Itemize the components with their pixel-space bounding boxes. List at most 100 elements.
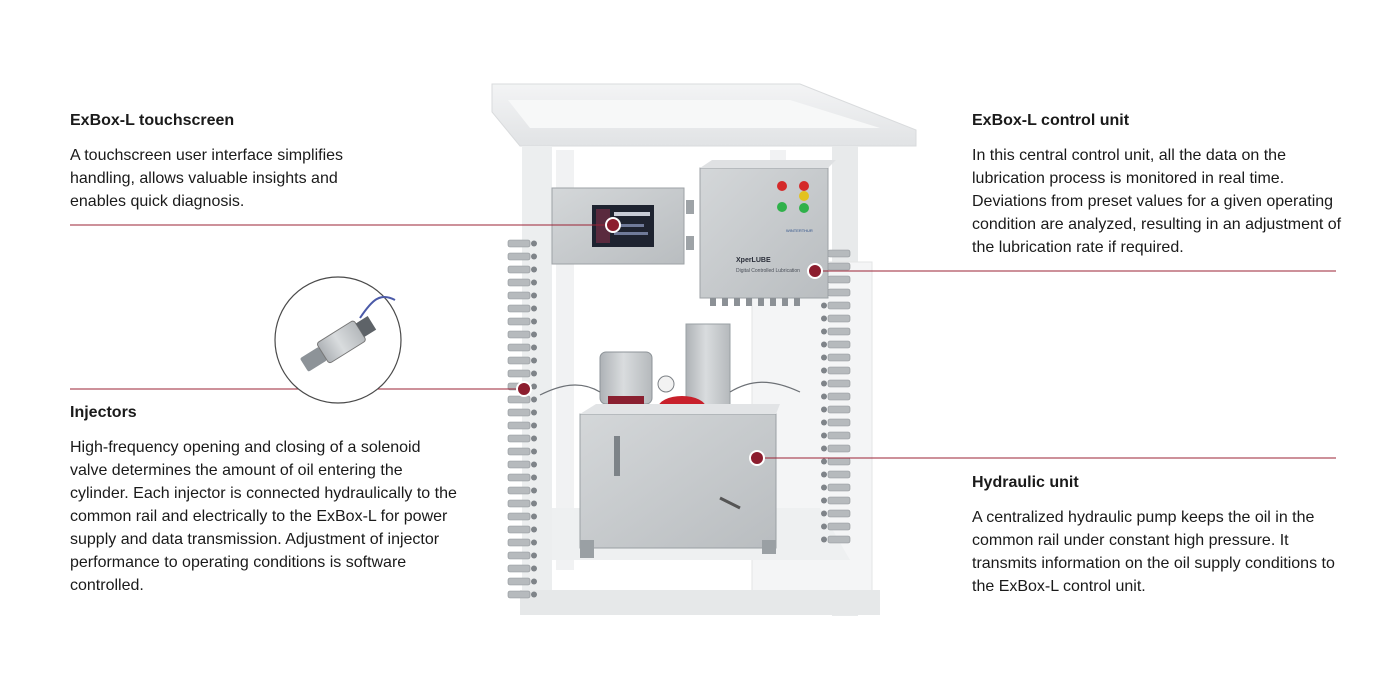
injector-nut bbox=[821, 380, 827, 387]
injector-fitting bbox=[827, 496, 851, 505]
injector-nut bbox=[821, 458, 827, 465]
injector-nut bbox=[531, 448, 537, 455]
injector-fitting bbox=[827, 509, 851, 518]
injector-fitting bbox=[507, 564, 531, 573]
injector-nut bbox=[531, 253, 537, 260]
injector-rail-left bbox=[507, 239, 537, 599]
injector-fitting bbox=[507, 291, 531, 300]
callout-injectors-title: Injectors bbox=[70, 404, 137, 421]
injector-fitting bbox=[827, 314, 851, 323]
injector-nut bbox=[531, 500, 537, 507]
injector-nut bbox=[821, 471, 827, 478]
injector-nut bbox=[531, 409, 537, 416]
injector-rail-right bbox=[821, 249, 851, 544]
injector-fitting bbox=[507, 577, 531, 586]
injector-nut bbox=[821, 445, 827, 452]
injector-fitting bbox=[507, 499, 531, 508]
callout-control-unit: ExBox-L control unit In this central con… bbox=[972, 111, 1352, 259]
injector-nut bbox=[821, 328, 827, 335]
injector-nut bbox=[821, 406, 827, 413]
injector-nut bbox=[531, 318, 537, 325]
marker-hydraulic bbox=[749, 450, 765, 466]
injector-nut bbox=[531, 266, 537, 273]
injector-nut bbox=[531, 591, 537, 598]
injector-fitting bbox=[507, 317, 531, 326]
injector-nut bbox=[821, 432, 827, 439]
injector-fitting bbox=[507, 369, 531, 378]
injector-fitting bbox=[827, 470, 851, 479]
injector-closeup-magnifier bbox=[274, 276, 402, 404]
injector-nut bbox=[821, 393, 827, 400]
injector-nut bbox=[531, 396, 537, 403]
injector-nut bbox=[821, 302, 827, 309]
injector-nut bbox=[531, 370, 537, 377]
callout-injectors-text: High-frequency opening and closing of a … bbox=[70, 439, 457, 594]
callout-hydraulic-text: A centralized hydraulic pump keeps the o… bbox=[972, 509, 1335, 595]
product-subtitle-label: Digital Controlled Lubrication bbox=[736, 268, 800, 274]
callout-hydraulic: Hydraulic unit A centralized hydraulic p… bbox=[972, 473, 1352, 598]
injector-fitting bbox=[827, 392, 851, 401]
leader-lines bbox=[70, 224, 1336, 459]
injector-fitting bbox=[507, 447, 531, 456]
injector-fitting bbox=[827, 353, 851, 362]
injector-nut bbox=[821, 484, 827, 491]
injector-fitting bbox=[507, 551, 531, 560]
injector-nut bbox=[531, 422, 537, 429]
callout-touchscreen-text: A touchscreen user interface simplifies … bbox=[70, 147, 344, 210]
callout-touchscreen-title: ExBox-L touchscreen bbox=[70, 112, 235, 129]
injector-fitting bbox=[507, 590, 531, 599]
callout-markers bbox=[516, 217, 823, 466]
injector-nut bbox=[531, 344, 537, 351]
injector-fitting bbox=[827, 249, 851, 258]
injector-fitting bbox=[827, 535, 851, 544]
injector-fitting bbox=[507, 265, 531, 274]
maker-logo: WINTERTHUR bbox=[786, 228, 813, 233]
injector-nut bbox=[531, 383, 537, 390]
injector-nut bbox=[531, 487, 537, 494]
injector-nut bbox=[821, 341, 827, 348]
injector-fitting bbox=[827, 301, 851, 310]
injector-fitting bbox=[507, 356, 531, 365]
injector-fitting bbox=[507, 486, 531, 495]
injector-nut bbox=[531, 331, 537, 338]
callout-hydraulic-title: Hydraulic unit bbox=[972, 474, 1079, 491]
injector-nut bbox=[531, 435, 537, 442]
injector-nut bbox=[531, 565, 537, 572]
injector-fitting bbox=[827, 379, 851, 388]
injector-fitting bbox=[827, 483, 851, 492]
injector-fitting bbox=[507, 252, 531, 261]
injector-fitting bbox=[827, 431, 851, 440]
injector-nut bbox=[821, 354, 827, 361]
product-brand-label: XperLUBE bbox=[736, 257, 771, 264]
injector-nut bbox=[531, 474, 537, 481]
injector-nut bbox=[821, 510, 827, 517]
injector-fitting bbox=[507, 408, 531, 417]
hydraulic-hoses bbox=[539, 381, 801, 396]
injector-nut bbox=[821, 497, 827, 504]
callout-injectors: Injectors High-frequency opening and clo… bbox=[70, 403, 460, 597]
injector-fitting bbox=[507, 460, 531, 469]
injector-fitting bbox=[507, 421, 531, 430]
injector-fitting bbox=[507, 512, 531, 521]
injector-nut bbox=[821, 315, 827, 322]
injector-fitting bbox=[507, 239, 531, 248]
injector-fitting bbox=[507, 278, 531, 287]
injector-nut bbox=[821, 419, 827, 426]
hydraulic-unit bbox=[579, 323, 780, 558]
injector-fitting bbox=[507, 304, 531, 313]
injector-fitting bbox=[827, 418, 851, 427]
control-unit-box: XperLUBE Digital Controlled Lubrication … bbox=[699, 160, 836, 306]
injector-fitting bbox=[827, 262, 851, 271]
injector-nut bbox=[821, 536, 827, 543]
marker-control-unit bbox=[807, 263, 823, 279]
injector-fitting bbox=[507, 473, 531, 482]
injector-fitting bbox=[507, 525, 531, 534]
injector-nut bbox=[531, 305, 537, 312]
injector-fitting bbox=[827, 288, 851, 297]
injector-fitting bbox=[827, 522, 851, 531]
injector-nut bbox=[531, 279, 537, 286]
injector-fitting bbox=[827, 457, 851, 466]
injector-nut bbox=[531, 513, 537, 520]
injector-nut bbox=[531, 526, 537, 533]
marker-injectors bbox=[516, 381, 532, 397]
